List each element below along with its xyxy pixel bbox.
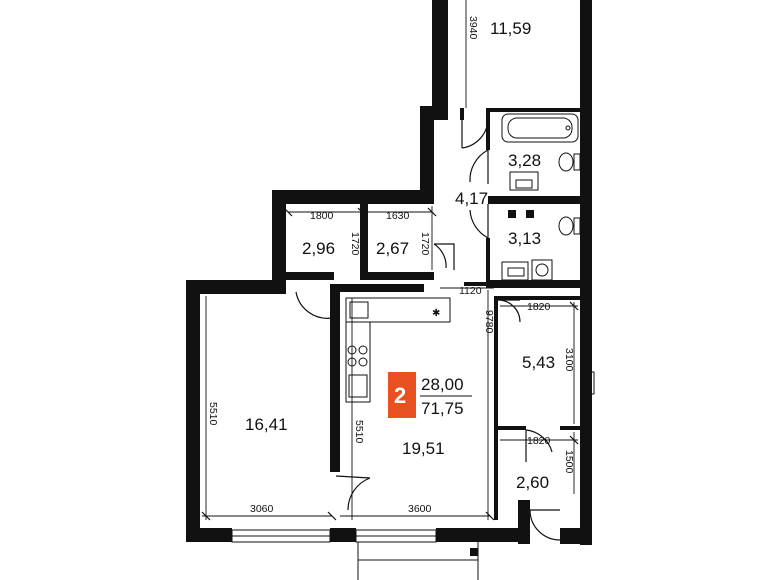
toilet-bath xyxy=(558,152,574,172)
door-entrance xyxy=(529,509,561,541)
wall-closets-bottom-b xyxy=(360,272,434,280)
windows xyxy=(231,371,595,580)
washer xyxy=(531,259,553,281)
wall-right-room-left xyxy=(494,296,498,520)
door-top-room xyxy=(461,118,489,149)
wall-hall-left-vertical xyxy=(420,106,434,202)
wall-wc-bottom xyxy=(488,280,582,288)
badge-rooms-count: 2 xyxy=(394,383,406,408)
wall-closets-top xyxy=(272,190,434,204)
dim-9780: 9780 xyxy=(483,310,495,334)
toilet-wc xyxy=(558,216,574,236)
area-storage-right: 2,60 xyxy=(516,473,549,492)
kitchen-sink xyxy=(349,301,369,319)
door-closet-b xyxy=(433,243,455,270)
door-storage xyxy=(525,429,553,462)
area-right-room: 5,43 xyxy=(522,353,555,372)
wall-bedroom-left xyxy=(186,280,200,542)
doors xyxy=(295,118,561,541)
wall-bath-top xyxy=(488,108,582,112)
wall-storage-top-b xyxy=(560,426,582,430)
area-hall: 4,17 xyxy=(455,189,488,208)
wall-hall-right-lower xyxy=(464,282,494,286)
wall-hall-right-a xyxy=(460,108,464,120)
badge-living-area: 28,00 xyxy=(421,375,464,394)
window-right xyxy=(585,371,595,395)
dim-5510-b: 5510 xyxy=(353,420,365,444)
door-bath xyxy=(469,149,489,184)
wall-right-bottom-stub xyxy=(560,528,592,544)
wall-bottom-mid-a xyxy=(330,528,356,542)
dim-1720-b: 1720 xyxy=(419,232,431,256)
wall-bath-bottom xyxy=(488,196,582,204)
boiler-icon: ✱ xyxy=(432,308,440,319)
dim-1630: 1630 xyxy=(386,210,410,222)
area-top-room: 11,59 xyxy=(490,19,531,38)
dim-3600: 3600 xyxy=(408,503,432,515)
door-living xyxy=(335,475,371,511)
apartment-badge: 2 28,00 71,75 xyxy=(388,372,472,418)
wall-closet-divider xyxy=(360,204,368,280)
dim-3100: 3100 xyxy=(563,348,575,372)
dim-1500: 1500 xyxy=(563,450,575,474)
dim-1120: 1120 xyxy=(459,285,482,297)
wall-wc-left xyxy=(486,238,490,288)
area-living-kitchen: 19,51 xyxy=(402,439,445,458)
wall-living-left xyxy=(330,284,340,472)
risers xyxy=(374,210,534,556)
door-right-room xyxy=(497,299,521,323)
kitchen-counter-top xyxy=(345,297,451,323)
fixtures xyxy=(345,113,581,403)
wall-top-left-vertical xyxy=(432,0,448,108)
balcony-outline xyxy=(357,542,479,580)
area-bath: 3,28 xyxy=(508,151,541,170)
area-wc: 3,13 xyxy=(508,229,541,248)
badge-rooms-box xyxy=(388,372,416,418)
wall-right-lower xyxy=(580,290,592,545)
wall-top-right-vertical xyxy=(580,0,592,290)
badge-total-area: 71,75 xyxy=(421,399,464,418)
wall-storage-top-a xyxy=(498,426,526,430)
dim-3940: 3940 xyxy=(467,16,479,40)
wall-bath-left xyxy=(486,108,490,150)
wall-closets-left xyxy=(272,190,286,286)
area-closet-b: 2,67 xyxy=(376,239,409,258)
dim-1820-b: 1820 xyxy=(527,435,551,447)
door-wc xyxy=(469,204,489,239)
wall-right-room-top xyxy=(498,296,582,300)
sink-bath xyxy=(509,171,539,191)
door-bedroom xyxy=(295,288,333,319)
wall-closets-bottom-a xyxy=(286,272,334,280)
sink-wc xyxy=(501,261,529,281)
kitchen-counter-left xyxy=(345,321,371,403)
outer-walls xyxy=(186,0,592,545)
wall-storage-left xyxy=(518,500,530,544)
dim-1800: 1800 xyxy=(310,210,334,222)
dimension-lines xyxy=(202,0,578,520)
dimension-ticks xyxy=(201,207,579,521)
area-closet-a: 2,96 xyxy=(302,239,335,258)
bathtub xyxy=(501,113,579,143)
dim-1720-a: 1720 xyxy=(349,232,361,256)
area-bedroom: 16,41 xyxy=(245,415,288,434)
dim-3060: 3060 xyxy=(250,503,274,515)
wall-bottom-left xyxy=(186,528,232,542)
dim-1820-a: 1820 xyxy=(527,301,551,313)
wall-bottom-mid-b xyxy=(436,528,520,542)
dim-5510-a: 5510 xyxy=(207,402,219,426)
wall-bedroom-top xyxy=(186,280,286,294)
